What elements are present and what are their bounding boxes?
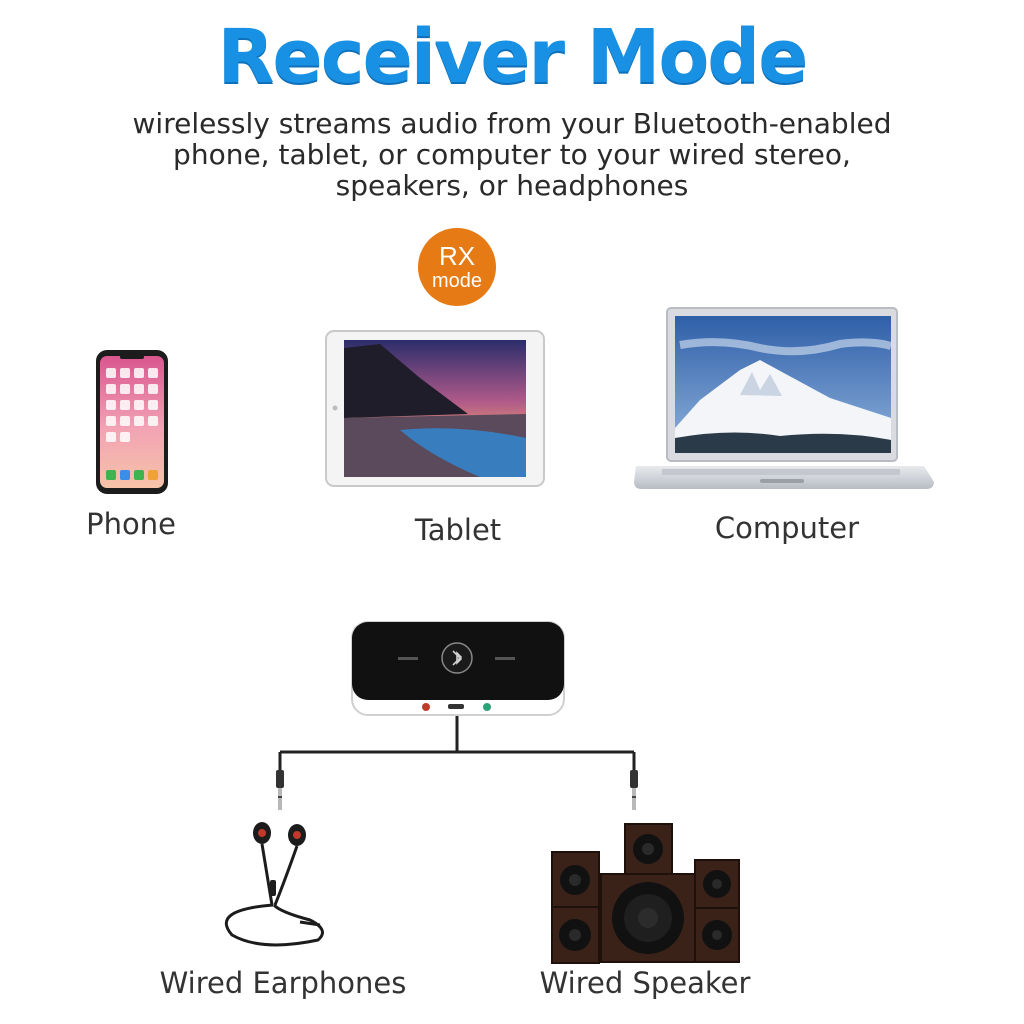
rx-mode-badge: RX mode bbox=[418, 228, 496, 306]
computer-icon bbox=[634, 307, 934, 489]
phone-label: Phone bbox=[86, 507, 176, 541]
tablet-label: Tablet bbox=[414, 513, 502, 547]
audio-cables bbox=[278, 716, 636, 772]
description-line-3: speakers, or headphones bbox=[335, 169, 689, 202]
description-line-1: wirelessly streams audio from your Bluet… bbox=[132, 107, 892, 140]
aux-plug-right-icon bbox=[630, 770, 638, 810]
description: wirelessly streams audio from your Bluet… bbox=[90, 108, 934, 201]
badge-line-2: mode bbox=[431, 270, 483, 292]
wired-speaker-icon bbox=[551, 823, 740, 964]
computer-label: Computer bbox=[714, 511, 860, 545]
bluetooth-receiver-device bbox=[351, 621, 565, 716]
aux-plug-left-icon bbox=[276, 770, 284, 810]
wired-earphones-label: Wired Earphones bbox=[159, 966, 407, 1000]
wired-speaker-label: Wired Speaker bbox=[539, 966, 751, 1000]
tablet-icon bbox=[325, 330, 545, 487]
badge-line-1: RX bbox=[438, 241, 476, 271]
earphones-icon bbox=[224, 822, 324, 947]
page-title: Receiver Mode bbox=[217, 14, 809, 100]
phone-icon bbox=[96, 350, 168, 494]
description-line-2: phone, tablet, or computer to your wired… bbox=[173, 138, 851, 171]
